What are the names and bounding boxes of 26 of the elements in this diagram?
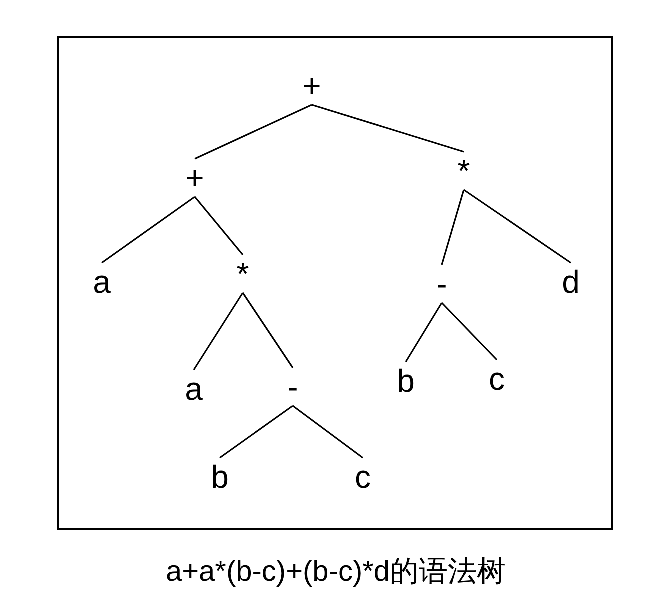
tree-node-label: a: [177, 370, 211, 408]
tree-node-label: *: [226, 255, 260, 293]
tree-edge: [220, 405, 294, 459]
tree-node-label: *: [447, 152, 481, 190]
tree-edge: [193, 292, 244, 370]
tree-node-label: b: [389, 362, 423, 400]
tree-node-label: +: [295, 67, 329, 105]
tree-edge: [194, 196, 244, 256]
tree-node-label: b: [203, 458, 237, 496]
tree-node-label: c: [480, 360, 514, 398]
tree-edge: [441, 302, 498, 361]
tree-edge: [194, 104, 312, 160]
tree-edge: [441, 190, 465, 266]
tree-node-label: a: [85, 263, 119, 301]
tree-node-label: -: [276, 368, 310, 406]
tree-node-label: d: [554, 263, 588, 301]
tree-edge: [292, 405, 364, 459]
caption: a+a*(b-c)+(b-c)*d的语法树: [164, 555, 508, 590]
tree-edge: [464, 189, 572, 264]
tree-node-label: c: [346, 458, 380, 496]
tree-node-label: -: [425, 265, 459, 303]
tree-edge: [405, 302, 443, 362]
tree-edge: [242, 292, 294, 368]
tree-edge: [312, 104, 464, 153]
tree-edge: [102, 196, 196, 264]
tree-node-label: +: [178, 159, 212, 197]
